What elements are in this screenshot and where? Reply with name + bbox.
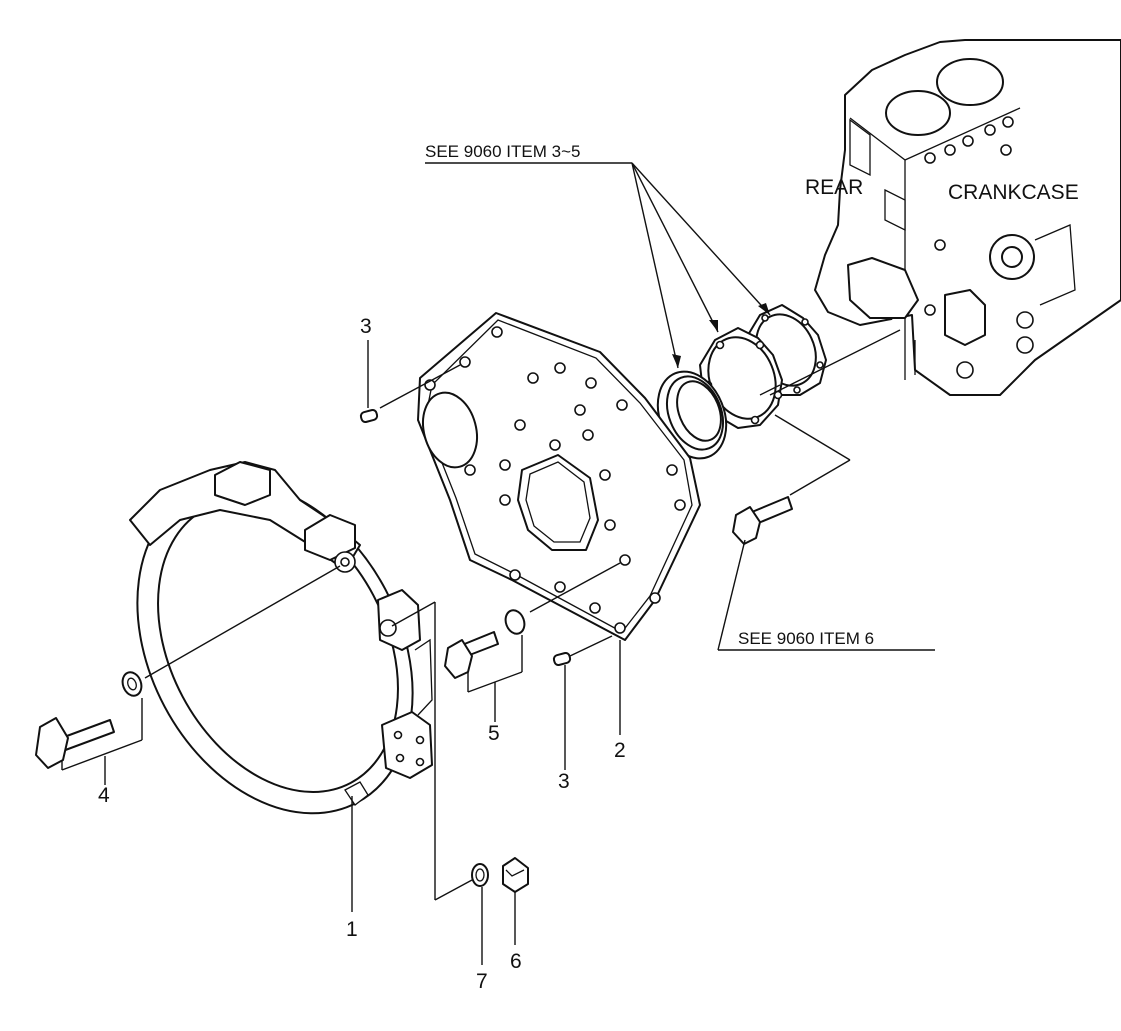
bolt-crankcase xyxy=(732,496,793,545)
callout-bolt-left: 4 xyxy=(98,784,110,807)
washer-item-4 xyxy=(121,671,143,697)
washer-item-7 xyxy=(471,863,489,887)
oil-seal-reference-label: SEE 9060 ITEM 3~5 xyxy=(425,142,580,161)
oil-seal-assembly xyxy=(656,304,827,460)
leader-lines xyxy=(61,162,935,965)
callout-plug: 6 xyxy=(510,950,522,973)
bolt-item-4 xyxy=(35,717,115,769)
lock-washer-item-5 xyxy=(504,609,526,635)
callout-housing: 1 xyxy=(346,918,358,941)
crankcase-illustration xyxy=(814,39,1121,396)
callout-plate: 2 xyxy=(614,739,626,762)
bolt-reference-label: SEE 9060 ITEM 6 xyxy=(738,629,874,648)
bolt-item-5 xyxy=(444,631,499,679)
callout-bolt-mid: 5 xyxy=(488,722,500,745)
rear-plate xyxy=(417,312,701,641)
callout-washer: 7 xyxy=(476,970,488,993)
rear-label: REAR xyxy=(805,176,863,199)
crankcase-label: CRANKCASE xyxy=(948,181,1079,204)
plug-item-6 xyxy=(502,857,529,893)
dowel-pin-bottom xyxy=(552,651,572,667)
callout-dowel-top: 3 xyxy=(360,315,372,338)
callout-dowel-bottom: 3 xyxy=(558,770,570,793)
dowel-pin-top xyxy=(359,408,379,424)
flywheel-housing xyxy=(129,461,433,815)
